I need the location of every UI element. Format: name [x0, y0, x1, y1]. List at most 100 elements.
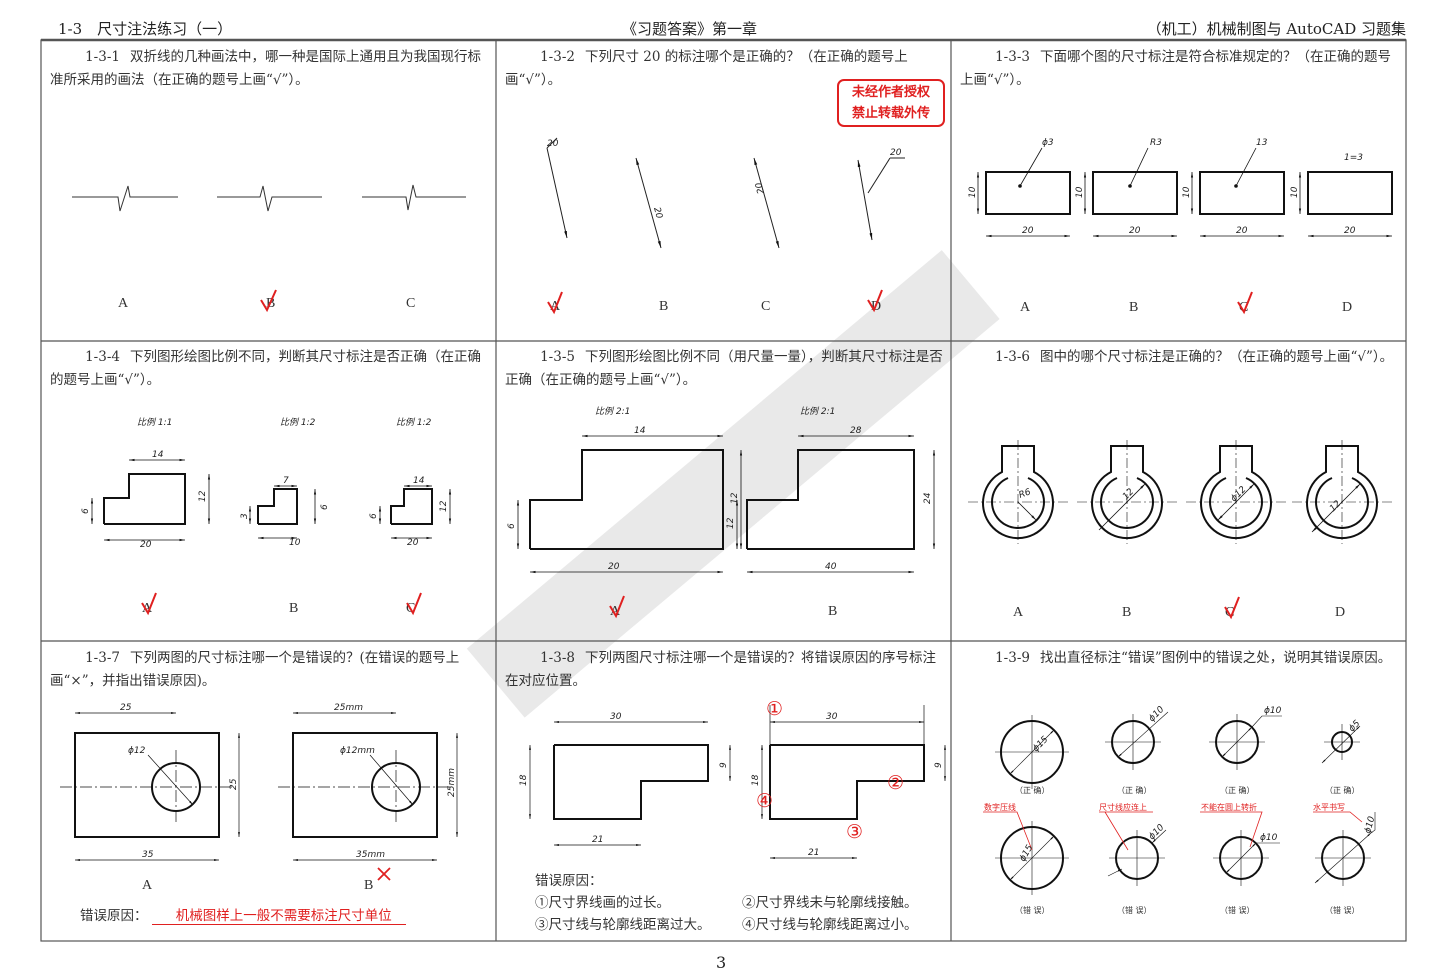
q4-dim: 10 [289, 538, 301, 548]
q9-correct-label: （正 确） [1220, 785, 1255, 795]
q8-dim: 30 [826, 712, 838, 722]
q1-option-c: C [406, 296, 415, 311]
q9-correct-label: （正 确） [1325, 785, 1360, 795]
question-number: 1-3-3 [995, 49, 1030, 65]
q2-dim-d: 20 [890, 148, 902, 158]
question-number: 1-3-6 [995, 349, 1030, 365]
header-center: 《习题答案》第一章 [622, 20, 758, 38]
question-text: 下列图形绘图比例不同（用尺量一量），判断其尺寸标注是否正确（在正确的题号上画“√… [505, 349, 943, 388]
q7-option-a: A [142, 878, 153, 893]
q7-dim: 35 [142, 850, 154, 860]
q8-dim: 18 [519, 774, 529, 786]
q9-wrong-label: （错 误） [1325, 905, 1360, 915]
q6-dim: 12 [1328, 499, 1343, 514]
q4-option-a: A [142, 601, 153, 616]
q9-dim: ϕ10 [1147, 823, 1167, 843]
q6-dim: ϕ12 [1229, 485, 1249, 505]
q3-dim-10: 10 [1075, 186, 1085, 198]
q8-marker-2: ② [887, 772, 904, 794]
q5-scale-a: 比例 2:1 [595, 406, 630, 417]
q3-option-c: C [1239, 300, 1248, 315]
q3-figures [976, 147, 1393, 238]
q8-dim: 18 [751, 774, 761, 786]
q2-option-c: C [761, 299, 770, 314]
q8-dim: 30 [610, 712, 622, 722]
question-number: 1-3-8 [540, 650, 575, 666]
q4-scale-a: 比例 1:1 [137, 417, 172, 428]
question-number: 1-3-7 [85, 650, 120, 666]
q7-dim: ϕ12 [128, 746, 146, 756]
cross-mark-icon [377, 867, 391, 881]
q5-figures [516, 434, 936, 574]
q3-option-d: D [1342, 300, 1352, 315]
q5-option-a: A [610, 604, 621, 619]
q3-dim-10: 10 [968, 186, 978, 198]
q9-wrong-label: （错 误） [1015, 905, 1050, 915]
q8-reason-label: 错误原因： [535, 873, 603, 889]
q6-figures [968, 440, 1392, 544]
question-text: 找出直径标注“错误”图例中的错误之处，说明其错误原因。 [1039, 650, 1392, 666]
q8-reason-1: ①尺寸界线画的过长。 [535, 895, 670, 911]
q4-figures [90, 458, 452, 542]
q4-dim: 20 [407, 538, 419, 548]
q9-dim: ϕ10 [1363, 815, 1377, 835]
q7-dim: 35mm [356, 850, 385, 860]
q6-dim-r6: R6 [1018, 487, 1033, 501]
q9-note: 尺寸线应连上 [1099, 802, 1147, 812]
question-text: 图中的哪个尺寸标注是正确的？（在正确的题号上画“√”）。 [1039, 349, 1394, 365]
question-number: 1-3-4 [85, 349, 120, 365]
q3-option-a: A [1020, 300, 1031, 315]
q2-dim-c: 20 [754, 181, 767, 195]
q4-option-b: B [289, 601, 298, 616]
q3-option-b: B [1129, 300, 1138, 315]
check-mark-icon [406, 592, 422, 616]
question-1-3-6: 1-3-6 图中的哪个尺寸标注是正确的？（在正确的题号上画“√”）。 [960, 346, 1400, 369]
watermark [466, 250, 1000, 718]
q4-dim: 20 [140, 540, 152, 550]
q8-reason-4: ④尺寸线与轮廓线距离过小。 [742, 917, 918, 933]
q8-marker-1: ① [766, 698, 783, 720]
q3-dim-20: 20 [1344, 226, 1356, 236]
q9-note: 不能在圆上转折 [1201, 802, 1257, 812]
q9-dim: ϕ15 [1031, 735, 1051, 755]
q3-dim-20: 20 [1129, 226, 1141, 236]
stamp-line-1: 未经作者授权 [851, 85, 930, 100]
q7-dim: ϕ12mm [340, 746, 375, 756]
q8-marker-3: ③ [846, 821, 863, 843]
page-number: 3 [716, 953, 727, 972]
q4-dim: 6 [320, 504, 330, 510]
check-mark-icon [547, 291, 563, 315]
q4-dim: 6 [369, 513, 379, 519]
q7-dim: 25 [120, 703, 132, 713]
question-number: 1-3-5 [540, 349, 575, 365]
check-mark-icon [260, 289, 277, 313]
q6-option-d: D [1335, 605, 1345, 620]
q7-dim: 25mm [334, 703, 363, 713]
q9-correct-label: （正 确） [1117, 785, 1152, 795]
q8-dim: 21 [592, 835, 603, 845]
q4-dim: 12 [439, 500, 449, 512]
q9-dim: ϕ5 [1347, 719, 1363, 735]
q3-dim-1eq3: 1=3 [1344, 153, 1363, 163]
q3-dim-phi3: ϕ3 [1042, 138, 1054, 148]
question-text: 双折线的几种画法中，哪一种是国际上通用且为我国现行标准所采用的画法（在正确的题号… [50, 49, 481, 88]
q5-dim: 14 [634, 426, 646, 436]
q7-dim: 25 [229, 778, 239, 790]
q4-dim: 7 [283, 476, 289, 486]
q4-dim: 14 [152, 450, 164, 460]
q7-option-b: B [364, 878, 373, 893]
q9-wrong-label: （错 误） [1220, 905, 1255, 915]
q9-correct-label: （正 确） [1015, 785, 1050, 795]
question-text: 下列尺寸 20 的标注哪个是正确的？（在正确的题号上画“√”）。 [505, 49, 908, 88]
q8-reason-2: ②尺寸界线未与轮廓线接触。 [742, 895, 918, 911]
q3-dim-13: 13 [1256, 138, 1268, 148]
q5-dim: 12 [726, 517, 736, 529]
q6-dim: 12 [1121, 487, 1136, 502]
